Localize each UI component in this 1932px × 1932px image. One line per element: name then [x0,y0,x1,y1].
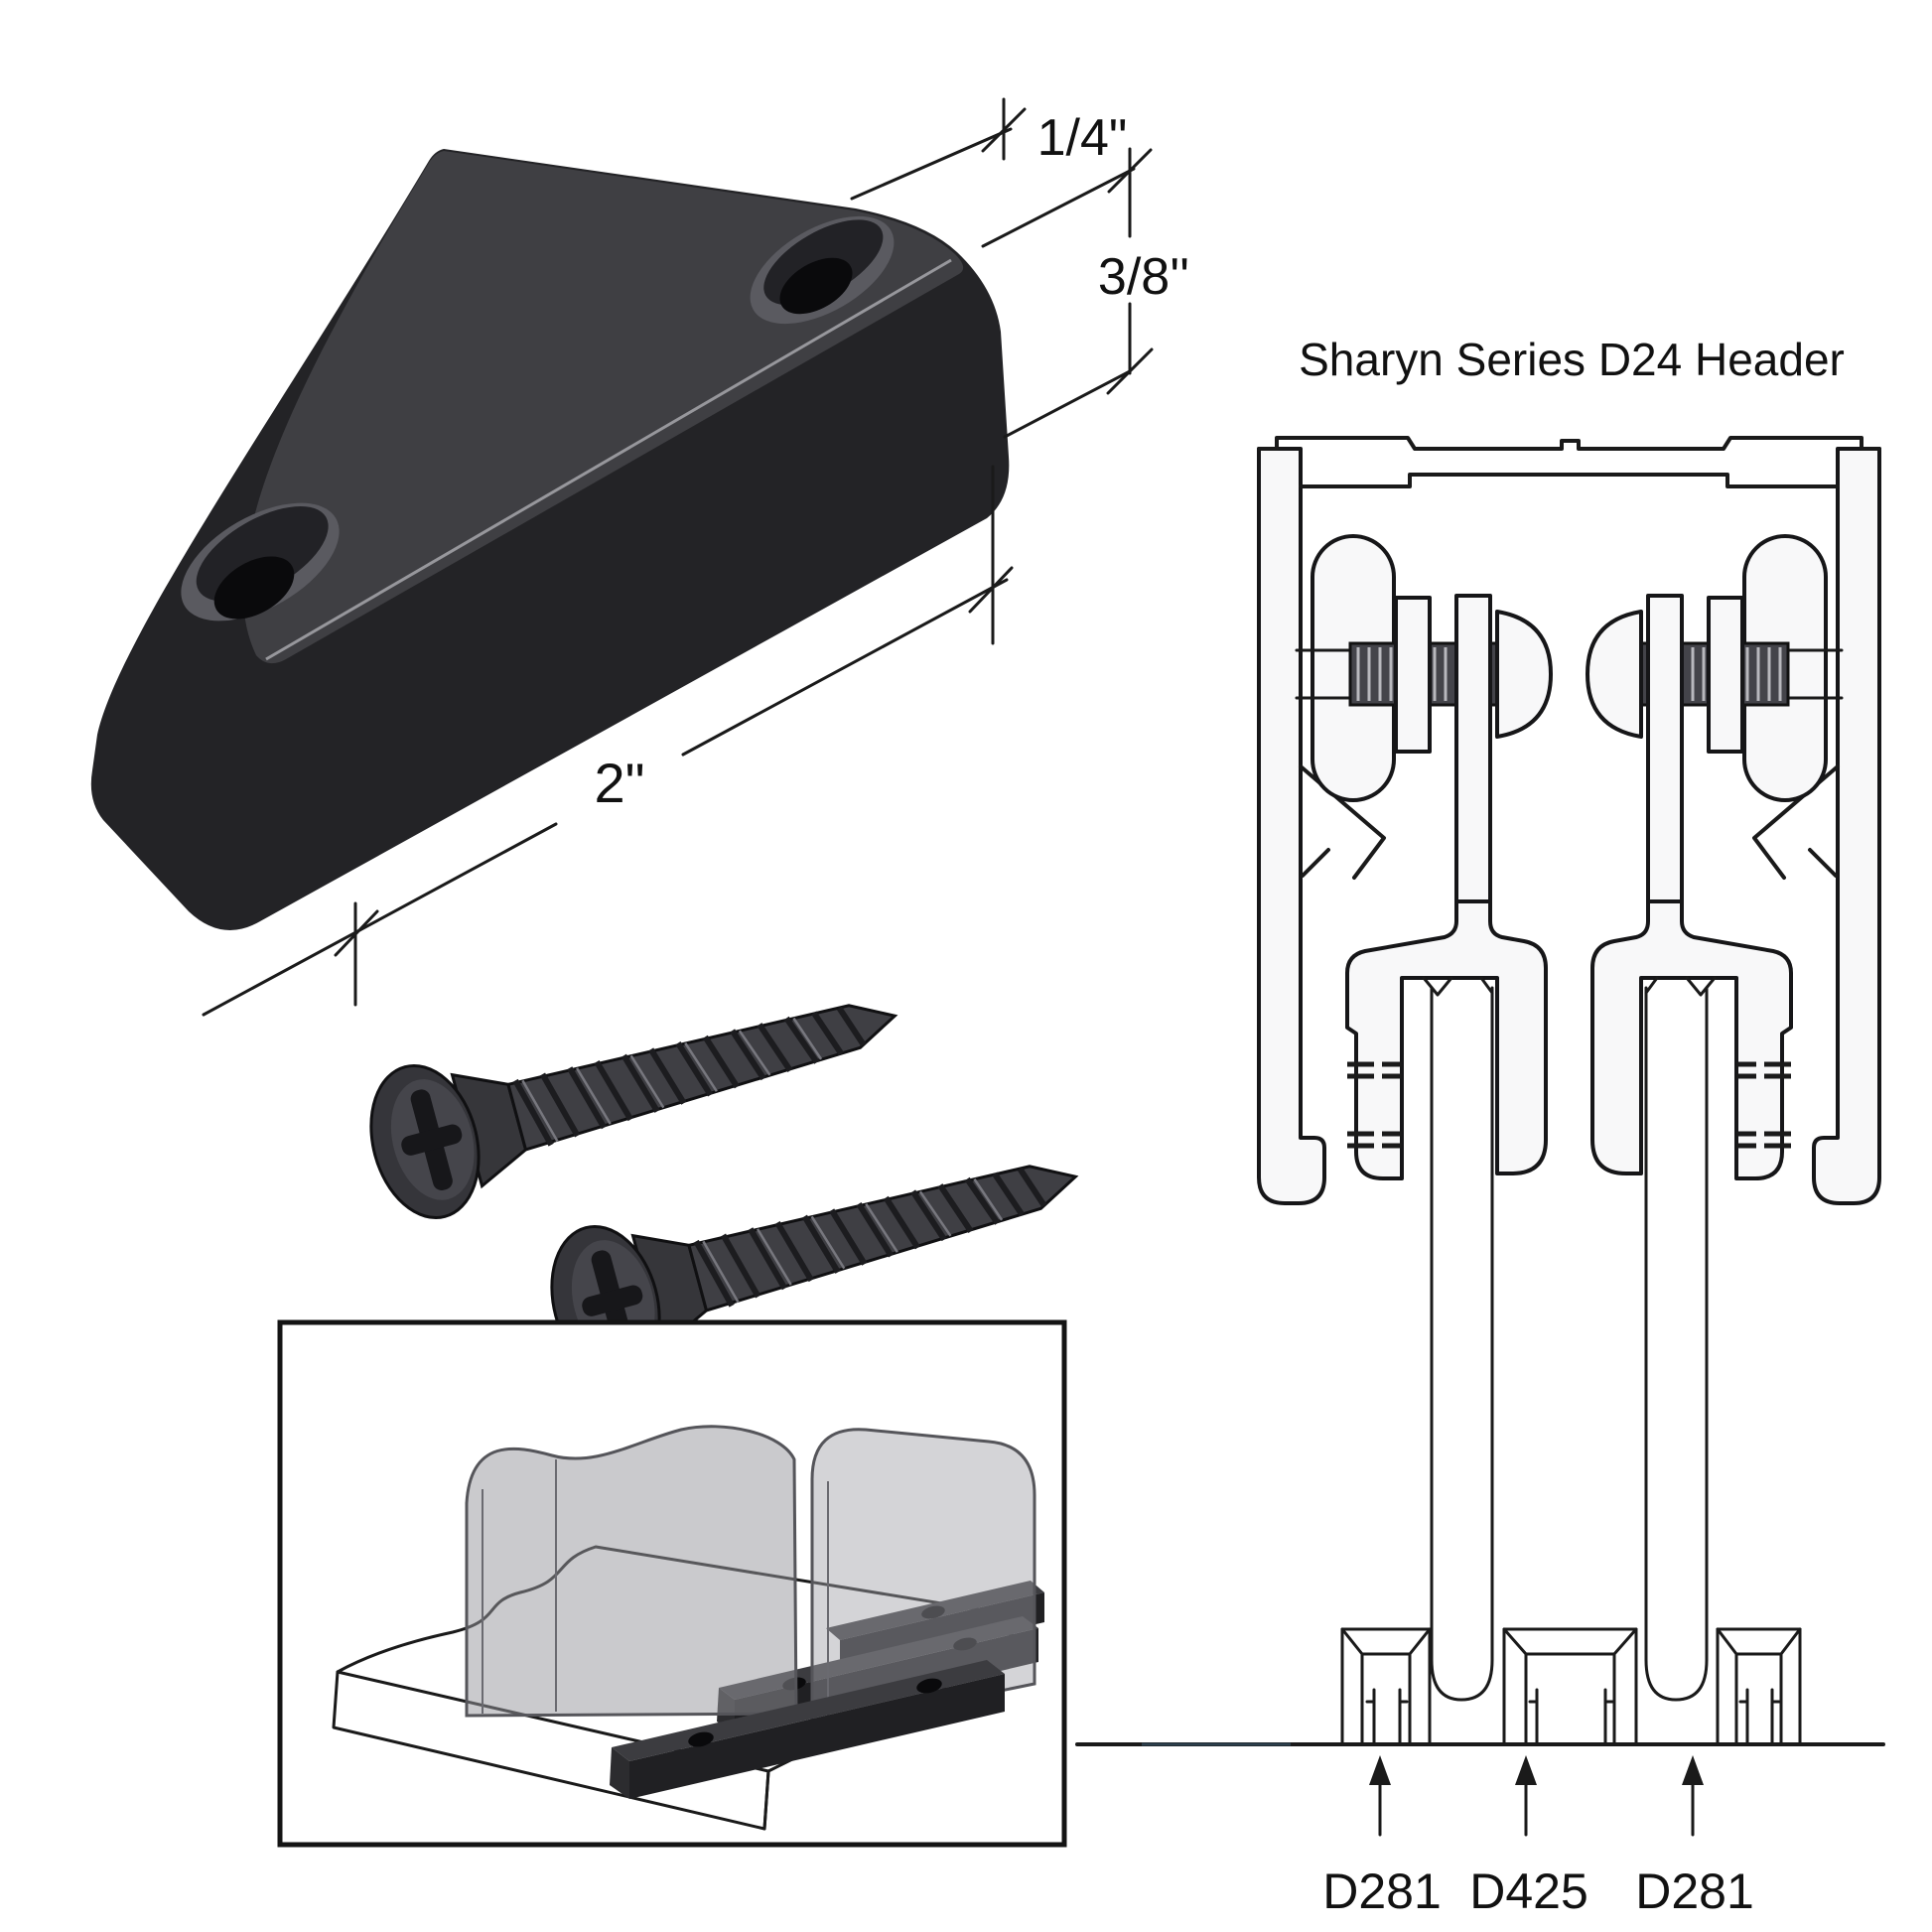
installation-inset [277,1319,1067,1848]
door-panel-right [1644,986,1709,1702]
floor-guide-d425 [1502,1627,1638,1746]
hanger-strap-left [1454,594,1492,907]
glass-panel-left [465,1425,798,1718]
dimension-quarter-inch: 1/4" [850,97,1153,248]
bumper-product-view [90,149,1010,930]
header-title: Sharyn Series D24 Header [1299,334,1845,385]
screw-icon [369,1004,898,1220]
bumper-ridge-highlight [265,258,952,661]
door-clamp-right [1590,899,1793,1180]
bumper-hole-right-bore [779,257,853,315]
part-label-d425: D425 [1469,1863,1588,1919]
hanger-strap-right [1646,594,1684,907]
dim-height-label: 3/8'' [1098,248,1189,306]
header-cross-section: Sharyn Series D24 Header [1075,334,1885,1919]
dimension-three-eighths-inch: 3/8'' [1003,147,1189,439]
dim-width-label: 1/4" [1037,109,1128,167]
part-label-d281-left: D281 [1322,1863,1442,1919]
header-top-inner [1299,473,1840,488]
floor-guide-d281-right [1716,1627,1802,1746]
bumper-hole-left-bore [213,556,295,620]
guide-block-front [610,1660,1005,1799]
floor-guide-d281-left [1340,1627,1432,1746]
header-wall-left [1257,447,1326,1205]
door-panel-left [1430,986,1494,1702]
dim-length-label: 2" [594,752,644,814]
dimension-two-inch: 2" [202,465,1014,1017]
header-wall-right [1812,447,1881,1205]
callout-arrows [1369,1755,1704,1837]
header-top-profile [1257,436,1881,451]
screws-group [369,1004,1079,1381]
part-label-d281-right: D281 [1635,1863,1754,1919]
door-clamp-left [1345,899,1548,1180]
glass-panel-right [810,1428,1036,1731]
